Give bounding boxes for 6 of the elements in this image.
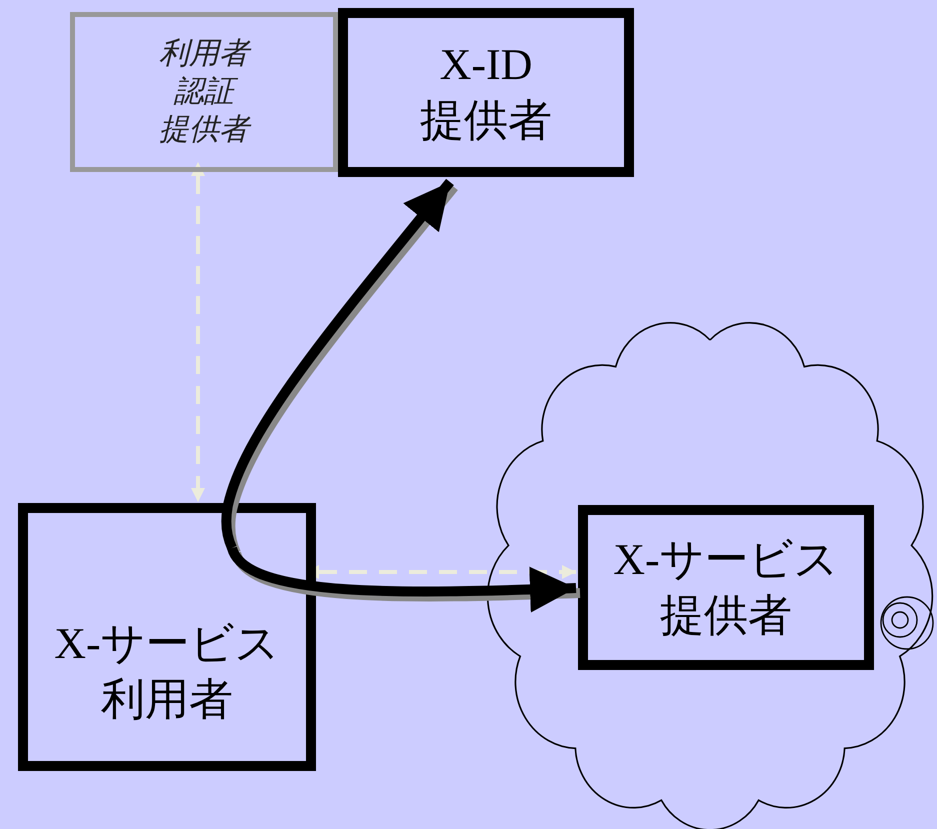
process-box: X-サービス利用者	[18, 503, 316, 771]
process-box: 利用者認証提供者	[70, 12, 338, 172]
process-box: X-ID提供者	[338, 8, 634, 177]
arrow	[191, 162, 205, 502]
arrow	[228, 546, 576, 612]
process-box: X-サービス提供者	[578, 505, 874, 670]
